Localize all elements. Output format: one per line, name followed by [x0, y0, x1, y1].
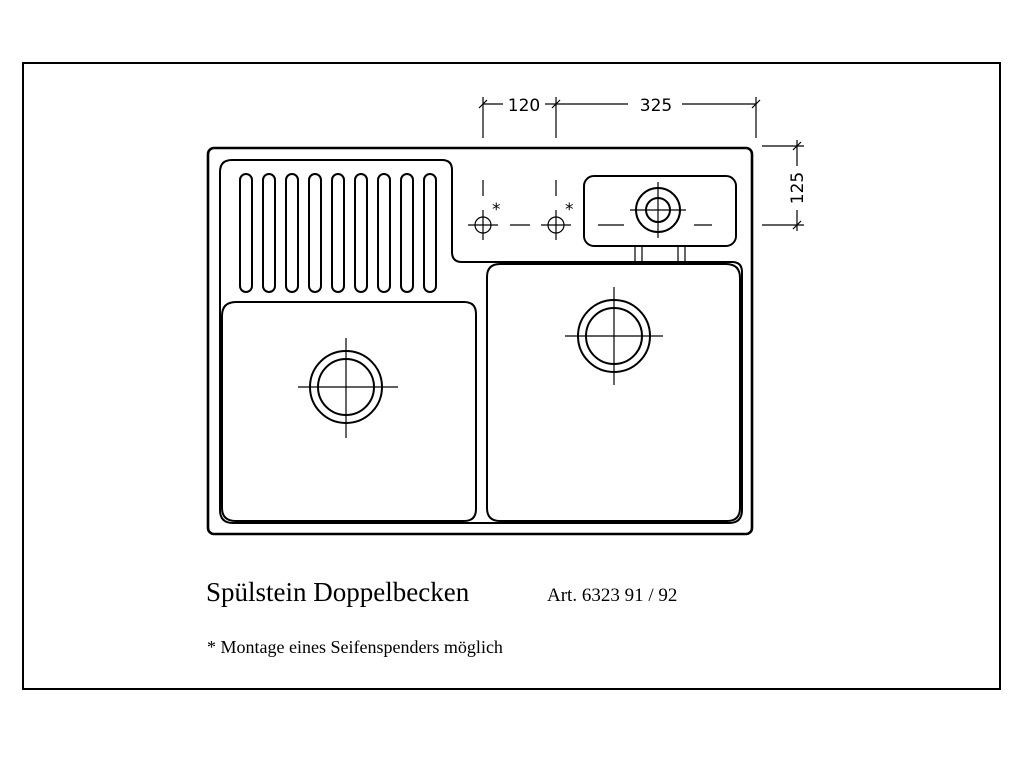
- right-basin: [486, 263, 741, 522]
- tap-hole-2-marker: *: [565, 200, 574, 220]
- right-basin-drain: [565, 287, 663, 385]
- dimension-120: 120: [478, 96, 561, 138]
- drainboard-grooves: [239, 173, 437, 293]
- sink-outline: [206, 146, 754, 536]
- soap-dispenser-recess: [583, 175, 737, 262]
- tap-hole-2: *: [541, 180, 574, 240]
- dimension-325-label: 325: [640, 96, 672, 116]
- dimension-120-label: 120: [508, 96, 540, 116]
- footnote: * Montage eines Seifenspenders möglich: [207, 637, 503, 657]
- tap-hole-1: *: [468, 180, 530, 240]
- left-basin: [221, 301, 477, 522]
- dimension-325: 325: [555, 96, 761, 138]
- product-title: Spülstein Doppelbecken: [206, 577, 470, 607]
- dimension-125-label: 125: [788, 172, 808, 204]
- tap-hole-1-marker: *: [492, 200, 501, 220]
- article-number: Art. 6323 91 / 92: [547, 585, 677, 606]
- left-basin-drain: [298, 338, 398, 438]
- dimension-125: 125: [762, 140, 808, 231]
- sink-deck-outline: [219, 159, 743, 524]
- drawing-frame: [22, 62, 1001, 690]
